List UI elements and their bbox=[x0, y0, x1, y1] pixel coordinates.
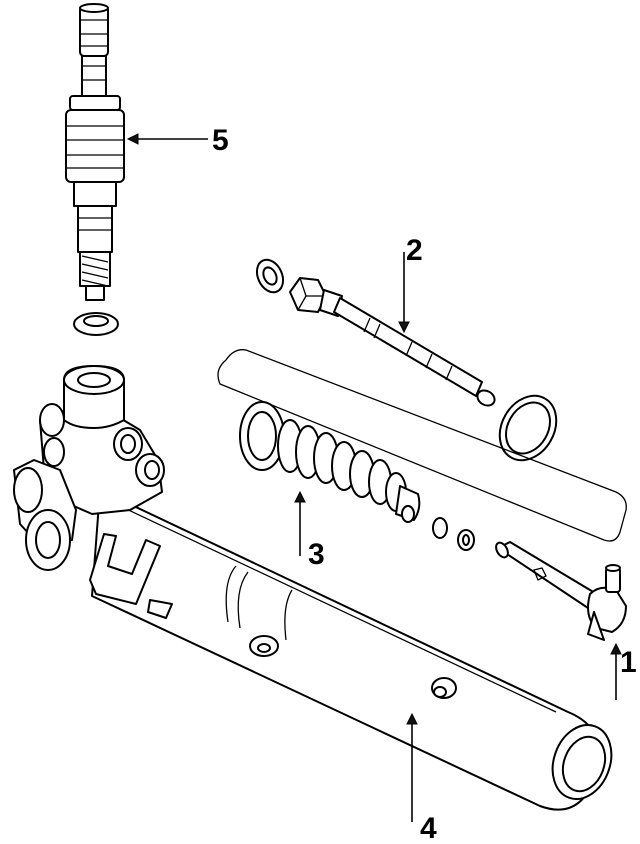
callout-2: 2 bbox=[398, 234, 423, 334]
bellows-convolutions bbox=[277, 419, 407, 512]
callout-1: 1 bbox=[610, 642, 637, 700]
callout-1-label: 1 bbox=[620, 646, 637, 679]
callout-4-label: 4 bbox=[420, 812, 437, 844]
inner-tie-rod-part bbox=[255, 258, 558, 462]
outer-tie-rod-end-part bbox=[495, 541, 627, 641]
boot-kit-part bbox=[217, 349, 627, 551]
callout-2-label: 2 bbox=[406, 234, 423, 267]
callout-3: 3 bbox=[294, 490, 325, 571]
callout-5-label: 5 bbox=[212, 124, 229, 157]
rack-housing-part bbox=[13, 365, 613, 811]
callout-5: 5 bbox=[126, 124, 229, 157]
callout-4: 4 bbox=[406, 712, 437, 844]
pinion-shaft-part bbox=[65, 3, 125, 336]
callout-3-label: 3 bbox=[308, 538, 325, 571]
